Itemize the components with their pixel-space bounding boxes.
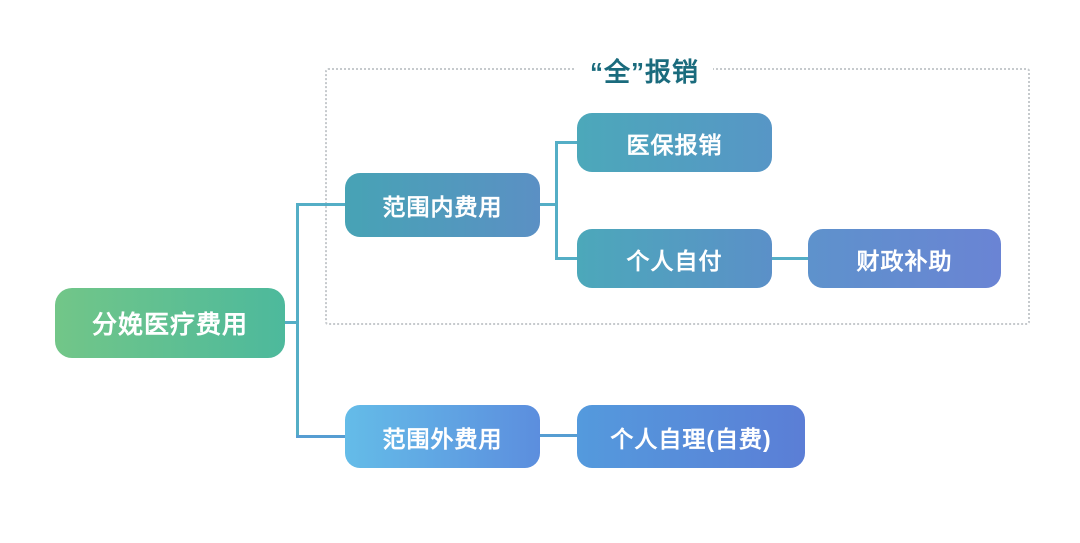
- node-label: 范围内费用: [382, 194, 503, 220]
- node-label: 医保报销: [626, 131, 723, 158]
- node-label: 个人自理(自费): [610, 425, 772, 452]
- connector-trunk-to-out-scope: [296, 435, 345, 438]
- node-personal-copay: 个人自付: [577, 229, 772, 288]
- node-out-of-scope-expenses: 范围外费用: [345, 405, 540, 468]
- node-label: 个人自付: [626, 247, 723, 274]
- node-fiscal-subsidy: 财政补助: [808, 229, 1001, 288]
- node-in-scope-expenses: 范围内费用: [345, 173, 540, 237]
- node-label: 范围外费用: [382, 425, 503, 452]
- connector-subtrunk-to-insurance: [555, 141, 577, 144]
- node-personal-self-pay: 个人自理(自费): [577, 405, 805, 468]
- full-reimbursement-group-label: “全”报销: [576, 50, 714, 91]
- connector-main-trunk: [296, 204, 299, 438]
- connector-sub-trunk: [555, 141, 558, 260]
- connector-subtrunk-to-copay: [555, 257, 577, 260]
- node-insurance-reimbursement: 医保报销: [577, 113, 772, 172]
- connector-in-scope-to-subtrunk: [540, 203, 558, 206]
- node-label: 分娩医疗费用: [91, 311, 248, 339]
- connector-out-scope-to-self-pay: [540, 434, 577, 437]
- connector-trunk-to-in-scope: [296, 203, 345, 206]
- node-maternity-medical-expenses: 分娩医疗费用: [55, 288, 285, 358]
- node-label: 财政补助: [856, 247, 953, 274]
- connector-root-to-trunk: [280, 321, 299, 324]
- connector-copay-to-subsidy: [772, 257, 808, 260]
